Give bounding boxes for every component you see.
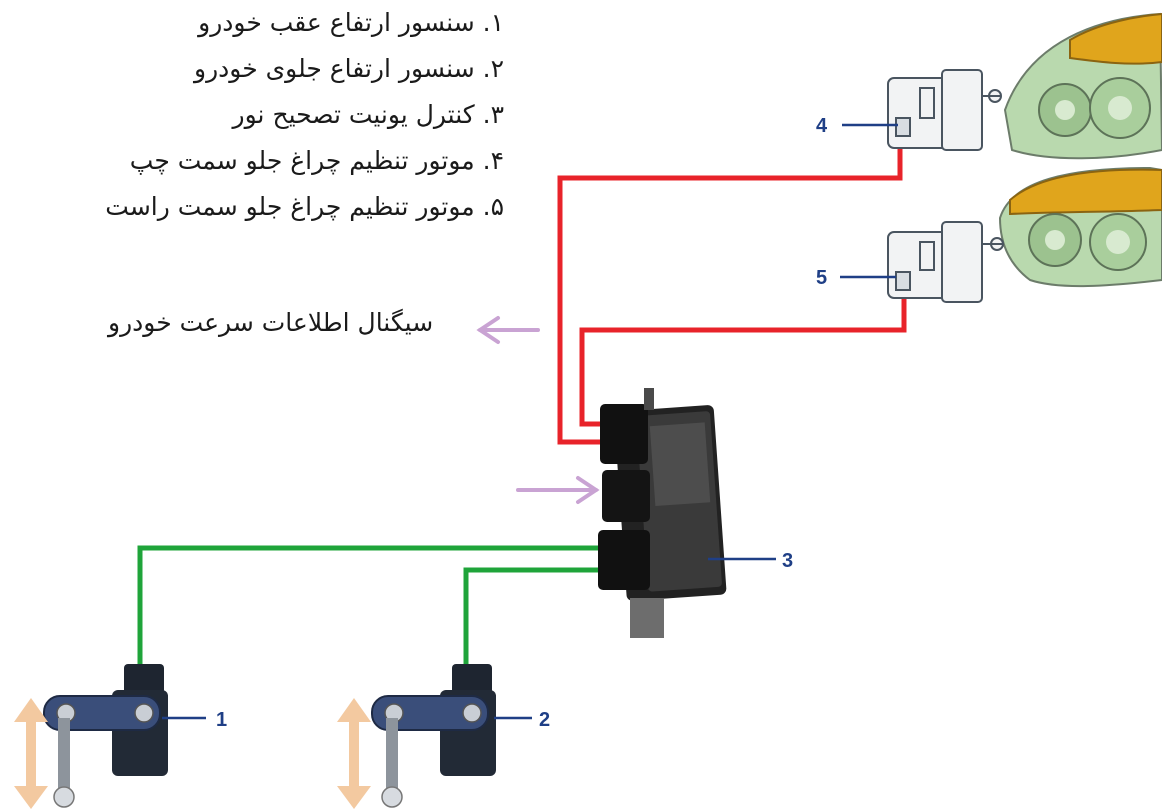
left-headlamp (1003, 12, 1162, 160)
connector-sensors (598, 530, 650, 590)
headlamp-leveling-control-unit (598, 388, 727, 638)
motor-wiring (557, 132, 907, 445)
sensor-wiring (137, 545, 608, 672)
callout-5: 5 (816, 267, 827, 289)
front-height-sensor (371, 664, 496, 808)
speed-signal-out-arrow (476, 316, 540, 344)
speed-signal-in-arrow (516, 476, 600, 504)
wire-from-front-sensor (463, 567, 608, 672)
callout-3: 3 (782, 550, 793, 572)
callout-4: 4 (816, 115, 828, 137)
callout-1: 1 (216, 709, 227, 731)
callout-2: 2 (539, 709, 550, 731)
connector-speed-signal (602, 470, 650, 522)
front-sensor-travel-arrow (337, 698, 371, 809)
rear-sensor-travel-arrow (14, 698, 48, 809)
speed-signal-label: سیگنال اطلاعات سرعت خودرو (108, 308, 434, 337)
legend-item-2: ۲. سنسور ارتفاع جلوی خودرو (194, 54, 504, 83)
legend-item-5: ۵. موتور تنظیم چراغ جلو سمت راست (105, 192, 504, 221)
component-legend: ۱. سنسور ارتفاع عقب خودرو ۲. سنسور ارتفا… (105, 0, 504, 230)
legend-item-3: ۳. کنترل یونیت تصحیح نور (232, 100, 504, 129)
connector-motors (600, 404, 648, 464)
wire-to-left-motor (557, 132, 903, 445)
callouts (162, 123, 898, 720)
rear-height-sensor (43, 664, 168, 808)
legend-item-4: ۴. موتور تنظیم چراغ جلو سمت چپ (129, 146, 504, 175)
right-leveling-motor (887, 221, 1004, 303)
wire-to-right-motor (579, 290, 907, 427)
left-leveling-motor (887, 69, 1002, 151)
legend-item-1: ۱. سنسور ارتفاع عقب خودرو (198, 8, 504, 37)
wire-from-rear-sensor (137, 545, 608, 670)
right-headlamp (998, 166, 1162, 288)
